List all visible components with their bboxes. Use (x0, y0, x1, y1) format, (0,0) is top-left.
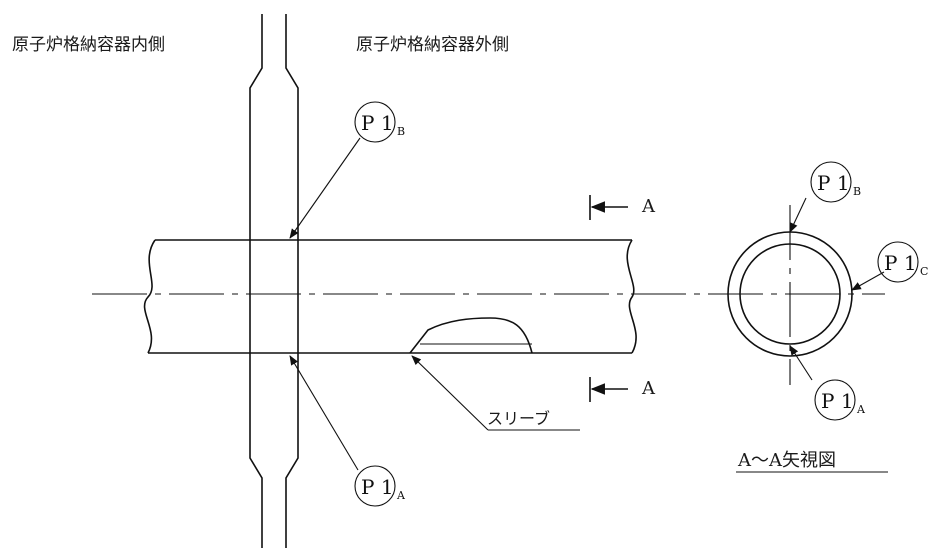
sleeve-region (409, 317, 533, 354)
p1b-main-leader (289, 137, 361, 239)
tag-p1a-view: P 1 A (814, 379, 866, 421)
pipe-left-break (143, 239, 156, 354)
sleeve-leader (412, 356, 580, 431)
tag-p1c-view: P 1 C (877, 241, 928, 283)
svg-text:P 1: P 1 (361, 475, 394, 499)
tag-p1b-view: P 1 B (810, 161, 861, 203)
section-marker-top (589, 195, 628, 220)
section-letter-bottom: A (642, 378, 655, 399)
svg-text:P 1: P 1 (361, 111, 394, 135)
tag-p1b-main: P 1 B (354, 101, 405, 143)
svg-text:A: A (396, 489, 406, 502)
p1b-view-leader (789, 197, 807, 233)
containment-wall (249, 14, 299, 548)
section-letter-top: A (642, 196, 655, 217)
p1a-view-leader (789, 345, 813, 381)
svg-text:P 1: P 1 (884, 251, 917, 275)
label-sleeve: スリーブ (487, 409, 551, 428)
section-marker-bottom (589, 377, 628, 402)
svg-text:C: C (920, 265, 928, 278)
p1a-main-leader (289, 355, 359, 471)
pipe-right-break (626, 239, 637, 354)
svg-text:A: A (856, 403, 866, 416)
p1c-view-leader (851, 271, 885, 291)
label-inside: 原子炉格納容器内側 (12, 35, 165, 55)
svg-text:P 1: P 1 (817, 171, 850, 195)
svg-text:B: B (397, 125, 405, 138)
svg-text:P 1: P 1 (821, 389, 854, 413)
view-caption: A～A矢視図 (738, 450, 836, 471)
label-outside: 原子炉格納容器外側 (356, 35, 509, 55)
tag-p1a-main: P 1 A (354, 465, 406, 507)
svg-text:B: B (853, 185, 861, 198)
